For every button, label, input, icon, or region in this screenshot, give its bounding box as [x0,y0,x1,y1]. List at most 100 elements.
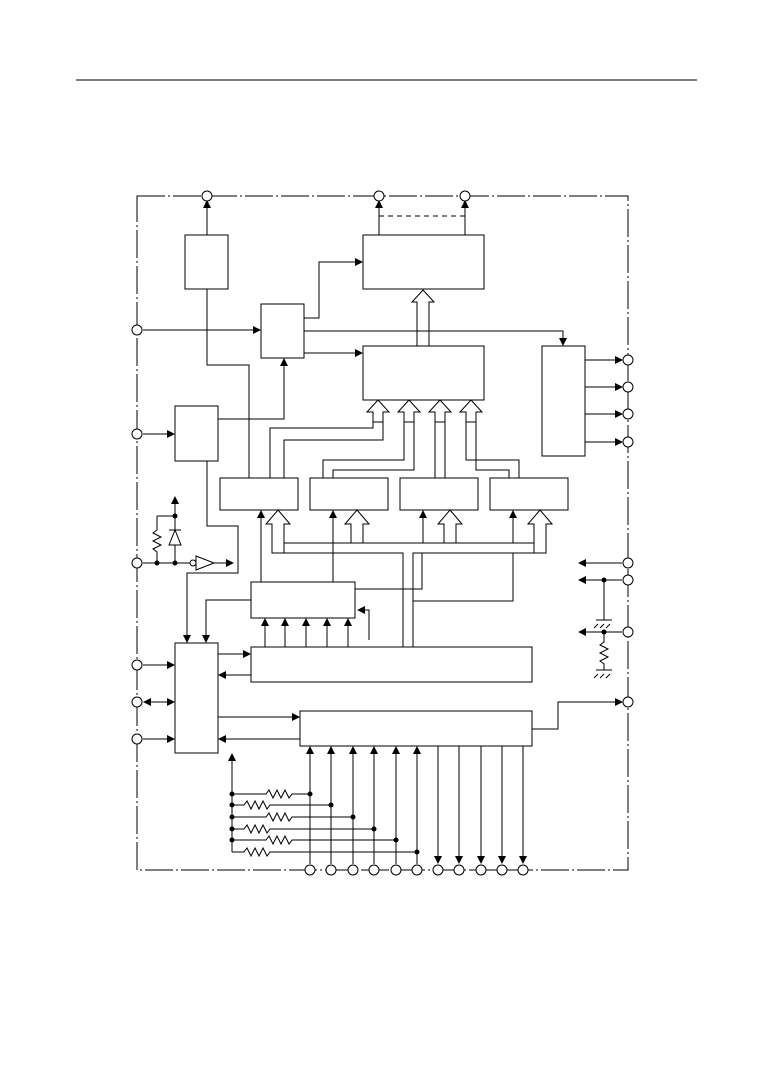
arrowhead [615,356,623,364]
arrowhead [357,606,365,614]
arrowhead [203,200,211,208]
arrowhead [370,746,378,754]
arrowhead [218,735,226,743]
bus-arrow [436,509,464,544]
ground-hatch [605,623,611,629]
block-top-left [184,234,229,290]
arrowhead [559,338,567,346]
buffer-gate [195,555,216,571]
arrowhead [257,510,265,518]
bus-line [412,552,546,647]
wire [363,609,370,640]
arrowhead [167,698,175,706]
bus-arrow [410,289,436,347]
pin-bottom-10 [496,864,508,876]
pin-bottom-11 [517,864,529,876]
bus-arrow [458,399,484,423]
ground-hatch [593,623,599,629]
bus-arrow [526,509,554,554]
arrowhead [578,576,586,584]
block-latch-1 [219,477,299,511]
arrowhead [434,856,442,864]
arrowhead [615,383,623,391]
arrowhead [413,746,421,754]
bus-arrow [343,509,371,544]
pin-left-1 [131,324,143,336]
wire [532,701,617,730]
pin-right-4 [622,436,634,448]
pin-left-3 [131,557,143,569]
pins [131,190,634,876]
arrowhead [578,628,586,636]
resistor [598,632,610,670]
pin-bottom-1 [304,864,316,876]
arrowhead [228,753,236,761]
wire [304,330,564,340]
wire [218,364,285,420]
arrowhead [392,746,400,754]
wire [186,461,239,637]
block-input-buffer [174,405,219,462]
arrowhead [280,358,288,366]
wire [413,553,514,602]
arrowhead [167,735,175,743]
block-decoder [250,581,356,619]
pin-right-7 [622,626,634,638]
wire [206,289,250,478]
ground-hatch [599,673,605,679]
arrowhead [355,258,363,266]
wire [355,553,423,590]
pin-bottom-3 [347,864,359,876]
block-control-logic [174,642,219,754]
arrowhead [509,510,517,518]
block-top-right [362,234,485,290]
ground-hatch [605,673,611,679]
pin-bottom-2 [325,864,337,876]
resistor [232,846,417,858]
arrowhead [323,618,331,626]
pin-right-2 [622,381,634,393]
resistor [232,823,374,835]
arrowhead [329,510,337,518]
wire [475,422,510,478]
wire [283,422,384,478]
arrowhead [167,661,175,669]
arrowhead [183,635,191,643]
pin-bottom-9 [475,864,487,876]
arrowhead [302,618,310,626]
pin-right-5 [622,557,634,569]
arrowhead [375,200,383,208]
wire [205,599,251,637]
arrowhead [226,559,234,567]
block-latch-4 [489,477,569,511]
arrowhead [292,713,300,721]
resistor [232,834,396,846]
bus-arrow [427,399,453,423]
block-selector [260,303,305,359]
arrowhead [281,618,289,626]
bus-arrow [396,399,422,423]
arrowhead [344,618,352,626]
arrowhead [477,856,485,864]
wire [269,422,374,478]
arrowhead [327,746,335,754]
pin-right-1 [622,354,634,366]
arrowhead [167,430,175,438]
arrowhead [253,326,261,334]
arrowhead [349,746,357,754]
pin-top-2 [373,190,385,202]
resistor [151,516,163,563]
block-io-port [299,710,533,747]
pin-left-2 [131,428,143,440]
arrowhead [455,856,463,864]
pin-left-6 [131,733,143,745]
pin-top-1 [201,190,213,202]
pin-bottom-7 [432,864,444,876]
bus-arrow [365,399,391,423]
pin-bottom-4 [368,864,380,876]
wire [465,422,520,478]
bus-arrow [264,509,292,554]
wire [304,261,357,319]
pin-right-6 [622,574,634,586]
